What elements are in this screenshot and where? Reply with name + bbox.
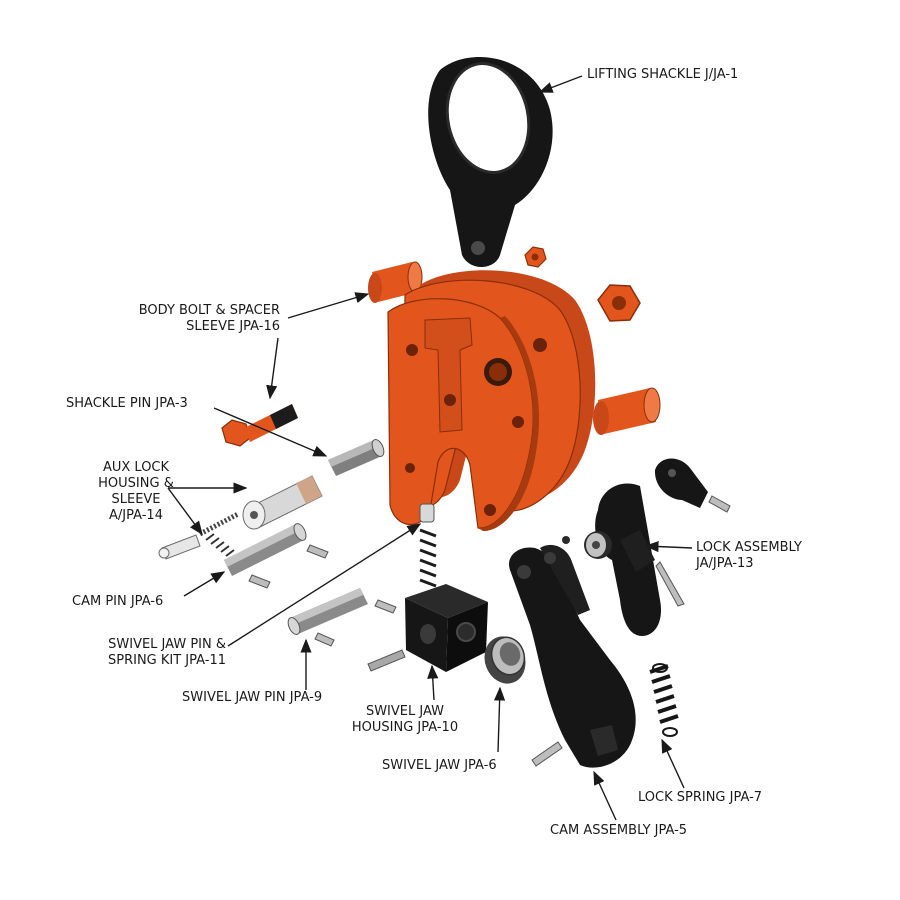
label-line: SWIVEL JAW	[365, 704, 445, 719]
label-aux-lock: AUX LOCK HOUSING & SLEEVE A/JPA-14	[86, 460, 186, 524]
label-line: A/JPA-14	[109, 508, 163, 523]
leader-swivel-jaw-housing	[427, 664, 439, 701]
swivel-jaw-housing-part	[405, 584, 488, 672]
label-lock-assembly: LOCK ASSEMBLY JA/JPA-13	[696, 540, 802, 572]
leader-swivel-jaw	[494, 686, 506, 753]
leader-cam-assembly	[593, 770, 617, 821]
label-line: SWIVEL JAW PIN JPA-9	[182, 690, 323, 705]
leader-aux-lock-spring	[167, 487, 203, 536]
leader-swivel-jaw-pin-spring	[227, 523, 422, 647]
label-lifting-shackle: LIFTING SHACKLE J/JA-1	[587, 67, 738, 83]
lock-assembly-part	[562, 458, 731, 636]
label-swivel-jaw-pin-spring: SWIVEL JAW PIN & SPRING KIT JPA-11	[60, 637, 226, 669]
label-line: SWIVEL JAW JPA-6	[382, 758, 497, 773]
roll-pin-d	[314, 632, 335, 647]
spacer-sleeve-upper	[368, 261, 423, 303]
clamp-body-plates	[387, 270, 596, 532]
label-line: LOCK ASSEMBLY	[696, 540, 802, 555]
swivel-jaw-spring-kit-part	[419, 503, 437, 588]
label-shackle-pin: SHACKLE PIN JPA-3	[66, 396, 188, 412]
label-line: SHACKLE PIN JPA-3	[66, 396, 188, 411]
aux-lock-spring-part	[198, 511, 240, 557]
leader-body-bolt-spacer-to-bolt	[266, 337, 279, 400]
leader-shackle-pin	[213, 407, 328, 457]
swivel-jaw-pin-part	[287, 588, 368, 635]
label-line: CAM PIN JPA-6	[72, 594, 164, 609]
label-line: SLEEVE	[111, 492, 161, 507]
hex-nut-part	[597, 284, 641, 322]
label-cam-assembly: CAM ASSEMBLY JPA-5	[550, 823, 687, 839]
leader-lock-assembly	[644, 540, 693, 553]
label-lock-spring: LOCK SPRING JPA-7	[638, 790, 762, 806]
spacer-sleeve-lower	[593, 387, 661, 435]
cam-pin-part	[224, 523, 307, 576]
label-line: SWIVEL JAW PIN &	[108, 637, 226, 652]
label-line: BODY BOLT & SPACER	[138, 303, 280, 318]
label-line: JA/JPA-13	[696, 556, 754, 571]
label-swivel-jaw-housing: SWIVEL JAW HOUSING JPA-10	[340, 704, 470, 736]
label-body-bolt-spacer: BODY BOLT & SPACER SLEEVE JPA-16	[110, 303, 280, 335]
housing-pin-part	[367, 649, 406, 672]
label-swivel-jaw: SWIVEL JAW JPA-6	[382, 758, 497, 774]
aux-lock-plunger-part	[158, 534, 201, 560]
label-line: HOUSING JPA-10	[351, 720, 459, 735]
roll-pin-b	[248, 574, 271, 589]
label-swivel-jaw-pin: SWIVEL JAW PIN JPA-9	[182, 690, 322, 706]
leader-lines	[167, 75, 693, 821]
label-line: AUX LOCK	[102, 460, 170, 475]
label-line: SPRING KIT JPA-11	[107, 653, 226, 668]
label-line: CAM ASSEMBLY JPA-5	[550, 823, 688, 838]
swivel-jaw-part	[484, 636, 526, 684]
shackle-pin-part	[328, 439, 385, 476]
small-nut-part	[524, 246, 547, 268]
lock-spring-part	[649, 663, 679, 737]
cam-assembly-part	[509, 544, 636, 768]
aux-lock-housing-part	[242, 475, 323, 530]
leader-lifting-shackle	[538, 75, 583, 93]
leader-lock-spring	[661, 738, 685, 789]
leader-body-bolt-spacer-to-sleeve	[287, 292, 370, 319]
label-line: LIFTING SHACKLE J/JA-1	[587, 67, 739, 82]
label-line: LOCK SPRING JPA-7	[638, 790, 763, 805]
label-line: HOUSING &	[98, 476, 174, 491]
roll-pin-c	[374, 599, 397, 614]
leader-cam-pin	[183, 571, 226, 597]
roll-pin-a	[306, 544, 329, 559]
label-line: SLEEVE JPA-16	[186, 319, 280, 334]
body-bolt-part	[221, 404, 298, 447]
lifting-shackle-part	[428, 57, 553, 268]
label-cam-pin: CAM PIN JPA-6	[72, 594, 163, 610]
